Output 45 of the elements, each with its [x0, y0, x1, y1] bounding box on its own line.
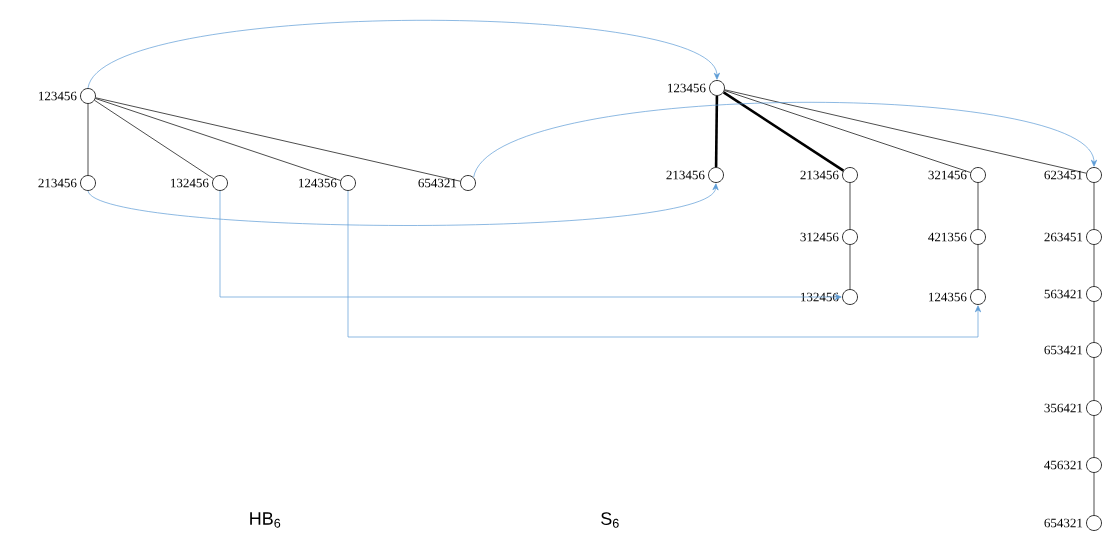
edge-line	[1093, 182, 1095, 230]
node-label: 123456	[39, 91, 77, 101]
node-label: 563421	[1044, 289, 1083, 299]
node-label: 132456	[171, 178, 209, 188]
edge-line	[95, 97, 461, 182]
arrow	[87, 183, 719, 226]
edge-line	[1093, 301, 1095, 343]
node-label: 356421	[1044, 403, 1083, 413]
node-label: 213456	[666, 170, 705, 180]
edge-line	[724, 90, 971, 173]
node-label: 132456	[801, 292, 839, 302]
edge-line	[849, 182, 851, 230]
edge-line	[722, 91, 845, 172]
node-label: 421356	[928, 232, 967, 242]
node-label: 654321	[418, 178, 457, 188]
edge-line	[977, 182, 979, 230]
graph-label: HB$_{6}$	[250, 512, 281, 528]
node-label: 456321	[1044, 460, 1083, 470]
graph-label: S$_{6}$	[601, 512, 619, 528]
node-label: 213456	[800, 170, 839, 180]
node-label: 623451	[1044, 170, 1083, 180]
edge-line	[95, 98, 341, 181]
node-label: 654321	[1044, 518, 1083, 528]
edge-line	[1093, 415, 1095, 458]
edge-line	[87, 103, 89, 176]
edge-line	[724, 89, 1087, 174]
edge-line	[1093, 357, 1095, 401]
node-label: 124356	[299, 178, 337, 188]
arrow	[347, 190, 982, 338]
node-label: 123456	[668, 83, 706, 93]
node-label: 653421	[1044, 345, 1083, 355]
arrow	[473, 102, 1098, 178]
edge-line	[977, 244, 979, 290]
node-label: 263451	[1044, 232, 1083, 242]
node-label: 213456	[38, 178, 77, 188]
edge-line	[714, 95, 719, 168]
node-label: 321456	[928, 170, 967, 180]
node-label: 124356	[929, 292, 967, 302]
edge-line	[1093, 244, 1095, 287]
edge-line	[1093, 472, 1095, 516]
arrow	[219, 190, 842, 301]
arrow	[87, 20, 720, 89]
node-label: 312456	[800, 232, 839, 242]
edge-line	[94, 100, 214, 179]
edge-line	[849, 244, 851, 290]
